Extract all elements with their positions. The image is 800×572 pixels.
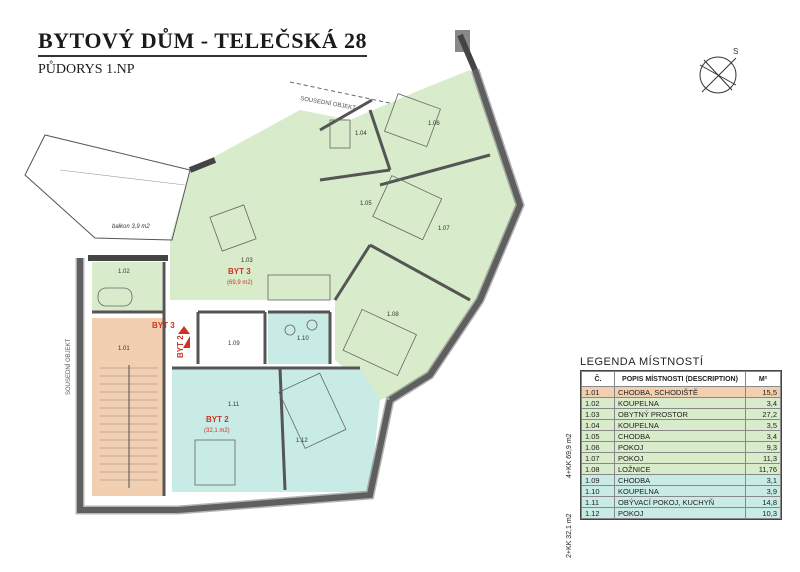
room-label-106: 1.06	[428, 121, 440, 127]
legend-cell-name: KOUPELNA	[614, 485, 746, 497]
page-subtitle: PŮDORYS 1.NP	[38, 62, 135, 77]
outer-walls-fill	[75, 68, 525, 515]
legend-cell-name: POKOJ	[614, 441, 746, 453]
legend-cell-num: 1.01	[581, 386, 615, 398]
legend-cell-num: 1.06	[581, 441, 615, 453]
room-label-102: 1.02	[118, 269, 130, 275]
legend-cell-name: LOŽNICE	[614, 463, 746, 475]
legend-cell-num: 1.04	[581, 419, 615, 431]
room-label-108: 1.08	[387, 312, 399, 318]
legend-cell-name: KOUPELNA	[614, 397, 746, 409]
legend-group-byt3: 4+KK 69,9 m2	[566, 433, 573, 478]
flat-byt2-area	[172, 368, 380, 492]
room-label-105: 1.05	[360, 201, 372, 207]
balcony-label: balkon 3,9 m2	[112, 224, 150, 230]
legend-cell-area: 15,5	[745, 386, 781, 398]
room-legend-table: Č. POPIS MÍSTNOSTI (DESCRIPTION) M² 1.01…	[580, 370, 782, 520]
legend-cell-area: 11,3	[745, 452, 781, 464]
legend-cell-area: 14,8	[745, 496, 781, 508]
legend-title: LEGENDA MÍSTNOSTÍ	[580, 356, 704, 368]
room-label-101: 1.01	[118, 346, 130, 352]
legend-cell-num: 1.05	[581, 430, 615, 442]
legend-cell-name: POKOJ	[614, 452, 746, 464]
room-label-111: 1.11	[228, 402, 240, 408]
legend-cell-name: CHODBA, SCHODIŠTĚ	[614, 386, 746, 398]
legend-cell-area: 3,5	[745, 419, 781, 431]
legend-cell-num: 1.07	[581, 452, 615, 464]
legend-cell-num: 1.12	[581, 507, 615, 519]
furniture	[97, 93, 443, 486]
interior-walls	[92, 98, 491, 496]
legend-cell-area: 27,2	[745, 408, 781, 420]
room-label-110: 1.10	[297, 336, 309, 342]
legend-group-byt2: 2+KK 32,1 m2	[566, 513, 573, 558]
neighbor-top-label: SOUSEDNÍ OBJEKT	[300, 95, 357, 112]
byt2-entry-label: BYT 2	[176, 335, 185, 358]
legend-cell-area: 10,3	[745, 507, 781, 519]
byt2-area-label: (32,1 m2)	[204, 428, 230, 434]
neighbor-left-label: SOUSEDNÍ OBJEKT	[65, 338, 72, 395]
legend-cell-area: 3,1	[745, 474, 781, 486]
balcony-outline	[24, 134, 191, 241]
compass-icon	[699, 56, 737, 94]
room-label-104: 1.04	[355, 131, 367, 137]
room-label-103: 1.03	[241, 258, 253, 264]
legend-cell-num: 1.11	[581, 496, 615, 508]
legend-cell-name: OBÝVACÍ POKOJ, KUCHYŇ	[614, 496, 746, 508]
bathroom-102-area	[92, 262, 162, 312]
balcony-line	[59, 169, 186, 186]
legend-cell-name: POKOJ	[614, 507, 746, 519]
byt3-entry-label: BYT 3	[152, 321, 175, 330]
flat-byt3-area	[170, 70, 520, 400]
legend-cell-name: CHODBA	[614, 430, 746, 442]
byt2-entry-arrow	[183, 336, 190, 348]
legend-cell-name: KOUPELNA	[614, 419, 746, 431]
legend-cell-num: 1.09	[581, 474, 615, 486]
legend-cell-name: CHODBA	[614, 474, 746, 486]
legend-cell-num: 1.03	[581, 408, 615, 420]
legend-header-row: Č. POPIS MÍSTNOSTI (DESCRIPTION) M²	[581, 371, 781, 387]
bathroom-110-area	[268, 312, 330, 364]
byt3-label: BYT 3	[228, 267, 251, 276]
legend-cell-name: OBYTNÝ PROSTOR	[614, 408, 746, 420]
legend-header-area: M²	[745, 371, 781, 387]
legend-cell-area: 3,4	[745, 397, 781, 409]
legend-cell-area: 11,76	[745, 463, 781, 475]
page-title: BYTOVÝ DŮM - TELEČSKÁ 28	[38, 28, 368, 57]
legend-cell-num: 1.02	[581, 397, 615, 409]
legend-cell-num: 1.10	[581, 485, 615, 497]
legend-header-num: Č.	[581, 371, 615, 387]
compass-north-label: S	[733, 47, 738, 56]
room-label-109: 1.09	[228, 341, 240, 347]
legend-cell-area: 9,3	[745, 441, 781, 453]
byt3-area-label: (69,9 m2)	[227, 280, 253, 286]
legend-header-name: POPIS MÍSTNOSTI (DESCRIPTION)	[614, 371, 746, 387]
legend-cell-area: 3,4	[745, 430, 781, 442]
staircase-area	[92, 318, 164, 496]
neighbor-boundary-top	[289, 81, 471, 121]
legend-cell-num: 1.08	[581, 463, 615, 475]
byt3-entry-arrow	[178, 326, 190, 334]
byt2-label: BYT 2	[206, 415, 229, 424]
room-label-112: 1.12	[296, 438, 308, 444]
room-label-107: 1.07	[438, 226, 450, 232]
legend-cell-area: 3,9	[745, 485, 781, 497]
